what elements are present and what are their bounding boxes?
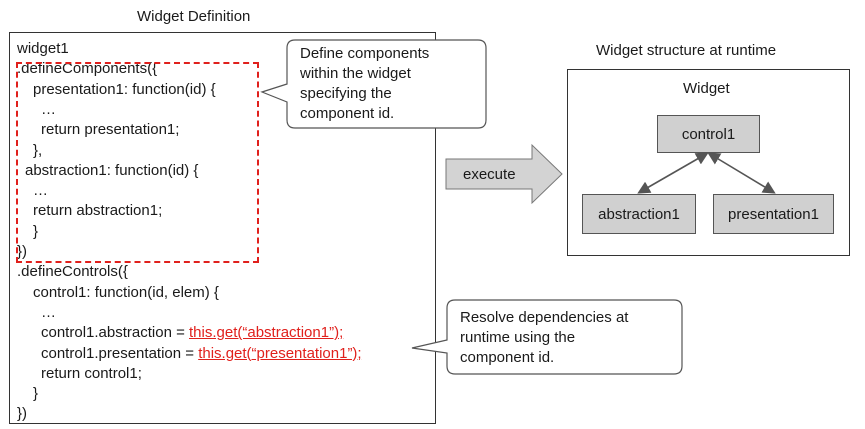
runtime-title: Widget structure at runtime [596, 42, 777, 59]
code-line: return abstraction1; [33, 202, 163, 220]
definition-title: Widget Definition [137, 8, 251, 25]
widget-label: Widget [683, 80, 730, 97]
code-line: } [33, 222, 39, 240]
execute-arrow-shape [445, 143, 563, 205]
code-line: … [33, 182, 48, 200]
resolve-callout-shape [411, 299, 683, 375]
code-call: this.get(“presentation1”); [198, 344, 362, 362]
node-abstraction: abstraction1 [582, 194, 696, 234]
code-box [9, 32, 436, 424]
connector-control-presentation [707, 152, 776, 194]
code-line: return presentation1; [41, 121, 180, 139]
code-line: control1: function(id, elem) { [33, 283, 219, 301]
code-line: control1.presentation = this.get(“presen… [41, 344, 362, 362]
code-line: … [41, 303, 56, 321]
code-line: }) [17, 405, 28, 423]
code-line: widget1 [17, 40, 69, 57]
define-callout-text: Define components within the widget spec… [300, 45, 430, 122]
resolve-callout-text: Resolve dependencies at runtime using th… [460, 309, 629, 366]
code-line: .defineControls({ [17, 263, 128, 281]
connector-control-abstraction [637, 152, 709, 194]
components-highlight [16, 62, 259, 263]
code-call: this.get(“abstraction1”); [189, 324, 344, 342]
code-line: }) [17, 243, 28, 260]
node-presentation: presentation1 [713, 194, 834, 234]
execute-label: execute [463, 166, 516, 183]
code-line: abstraction1: function(id) { [25, 161, 199, 179]
code-line: … [41, 100, 56, 118]
code-line: } [33, 385, 39, 403]
code-line: control1.abstraction = this.get(“abstrac… [41, 324, 344, 342]
code-line: .defineComponents({ [17, 60, 158, 78]
code-line: return control1; [41, 364, 142, 382]
code-line: presentation1: function(id) { [33, 80, 216, 98]
runtime-box [567, 69, 850, 256]
node-control: control1 [657, 115, 760, 153]
code-line: }, [33, 141, 43, 159]
define-callout-shape [260, 39, 487, 129]
